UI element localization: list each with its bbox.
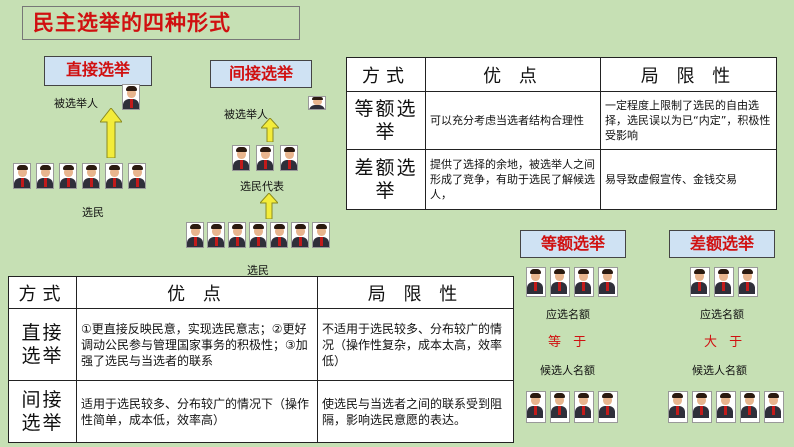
- header-cons: 局 限 性: [317, 276, 514, 309]
- representatives-label: 选民代表: [240, 180, 284, 193]
- row-cons: 不适用于选民较多、分布较广的情况（操作性复杂，成本太高，效率低）: [317, 308, 514, 381]
- person-figure: [280, 145, 298, 171]
- person-figure: [550, 267, 570, 297]
- person-figure: [105, 163, 123, 189]
- direct-voters-label: 选民: [82, 206, 104, 219]
- indirect-elected-label: 被选举人: [224, 108, 268, 121]
- row-method-name: 等额选举: [346, 91, 426, 150]
- person-figure: [82, 163, 100, 189]
- row-cons: 一定程度上限制了选民的自由选择，选民误以为已“内定”，积极性受影响: [600, 91, 777, 150]
- direct-elected-label: 被选举人: [54, 97, 98, 110]
- person-figure: [13, 163, 31, 189]
- row-pros: ①更直接反映民意，实现选民意志；②更好调动公民参与管理国家事务的积极性；③加强了…: [76, 308, 318, 381]
- row-method-name: 差额选举: [346, 149, 426, 210]
- direct-election-label: 直接选举: [44, 56, 152, 86]
- multi-election-label: 差额选举: [669, 230, 775, 258]
- person-figure: [598, 267, 618, 297]
- indirect-election-label: 间接选举: [210, 60, 312, 88]
- person-figure: [574, 267, 594, 297]
- table-row: 间接选举 适用于选民较多、分布较广的情况下（操作性简单，成本低，效率高） 使选民…: [8, 380, 514, 443]
- row-pros: 适用于选民较多、分布较广的情况下（操作性简单，成本低，效率高）: [76, 380, 318, 443]
- person-figure: [59, 163, 77, 189]
- person-figure: [312, 222, 330, 248]
- row-cons: 易导致虚假宣传、金钱交易: [600, 149, 777, 210]
- person-figure: [232, 145, 250, 171]
- person-figure: [598, 391, 618, 423]
- equal-vs-multi-table: 方式 优 点 局 限 性 等额选举 可以充分考虑当选者结构合理性 一定程度上限制…: [346, 57, 777, 210]
- equal-seats-label: 应选名额: [546, 308, 590, 321]
- person-figure: [128, 163, 146, 189]
- header-method: 方式: [8, 276, 77, 309]
- row-cons: 使选民与当选者之间的联系受到阻隔，影响选民意愿的表达。: [317, 380, 514, 443]
- person-figure: [668, 391, 688, 423]
- row-method-name: 直接选举: [8, 308, 77, 381]
- header-pros: 优 点: [76, 276, 318, 309]
- indirect-arrow-top: [261, 118, 279, 142]
- table-header-row: 方式 优 点 局 限 性: [346, 57, 777, 92]
- person-figure: [740, 391, 760, 423]
- row-pros: 提供了选择的余地，被选举人之间形成了竞争，有助于选民了解候选人，: [425, 149, 601, 210]
- person-figure: [186, 222, 204, 248]
- person-figure: [764, 391, 784, 423]
- table-row: 直接选举 ①更直接反映民意，实现选民意志；②更好调动公民参与管理国家事务的积极性…: [8, 308, 514, 381]
- header-method: 方式: [346, 57, 426, 92]
- person-figure: [122, 84, 140, 110]
- person-figure: [249, 222, 267, 248]
- equal-election-label: 等额选举: [520, 230, 626, 258]
- person-figure: [690, 267, 710, 297]
- person-figure: [738, 267, 758, 297]
- row-pros: 可以充分考虑当选者结构合理性: [425, 91, 601, 150]
- person-figure: [270, 222, 288, 248]
- person-figure: [574, 391, 594, 423]
- person-figure: [716, 391, 736, 423]
- person-figure: [36, 163, 54, 189]
- row-method-name: 间接选举: [8, 380, 77, 443]
- person-figure: [256, 145, 274, 171]
- page-title: 民主选举的四种形式: [22, 6, 300, 40]
- table-row: 差额选举 提供了选择的余地，被选举人之间形成了竞争，有助于选民了解候选人， 易导…: [346, 149, 777, 210]
- direct-vs-indirect-table: 方式 优 点 局 限 性 直接选举 ①更直接反映民意，实现选民意志；②更好调动公…: [8, 276, 514, 443]
- header-cons: 局 限 性: [600, 57, 777, 92]
- table-header-row: 方式 优 点 局 限 性: [8, 276, 514, 309]
- indirect-arrow-bottom: [260, 193, 278, 219]
- direct-arrow: [100, 108, 122, 158]
- person-figure: [526, 391, 546, 423]
- person-figure: [550, 391, 570, 423]
- person-figure: [228, 222, 246, 248]
- table-row: 等额选举 可以充分考虑当选者结构合理性 一定程度上限制了选民的自由选择，选民误以…: [346, 91, 777, 150]
- multi-seats-label: 应选名额: [700, 308, 744, 321]
- person-figure: [308, 96, 326, 110]
- person-figure: [526, 267, 546, 297]
- person-figure: [692, 391, 712, 423]
- person-figure: [291, 222, 309, 248]
- person-figure: [207, 222, 225, 248]
- equal-candidates-label: 候选人名额: [540, 364, 595, 377]
- header-pros: 优 点: [425, 57, 601, 92]
- multi-relation: 大 于: [704, 335, 747, 350]
- person-figure: [714, 267, 734, 297]
- indirect-voters-label: 选民: [247, 264, 269, 277]
- multi-candidates-label: 候选人名额: [692, 364, 747, 377]
- equal-relation: 等 于: [548, 335, 591, 350]
